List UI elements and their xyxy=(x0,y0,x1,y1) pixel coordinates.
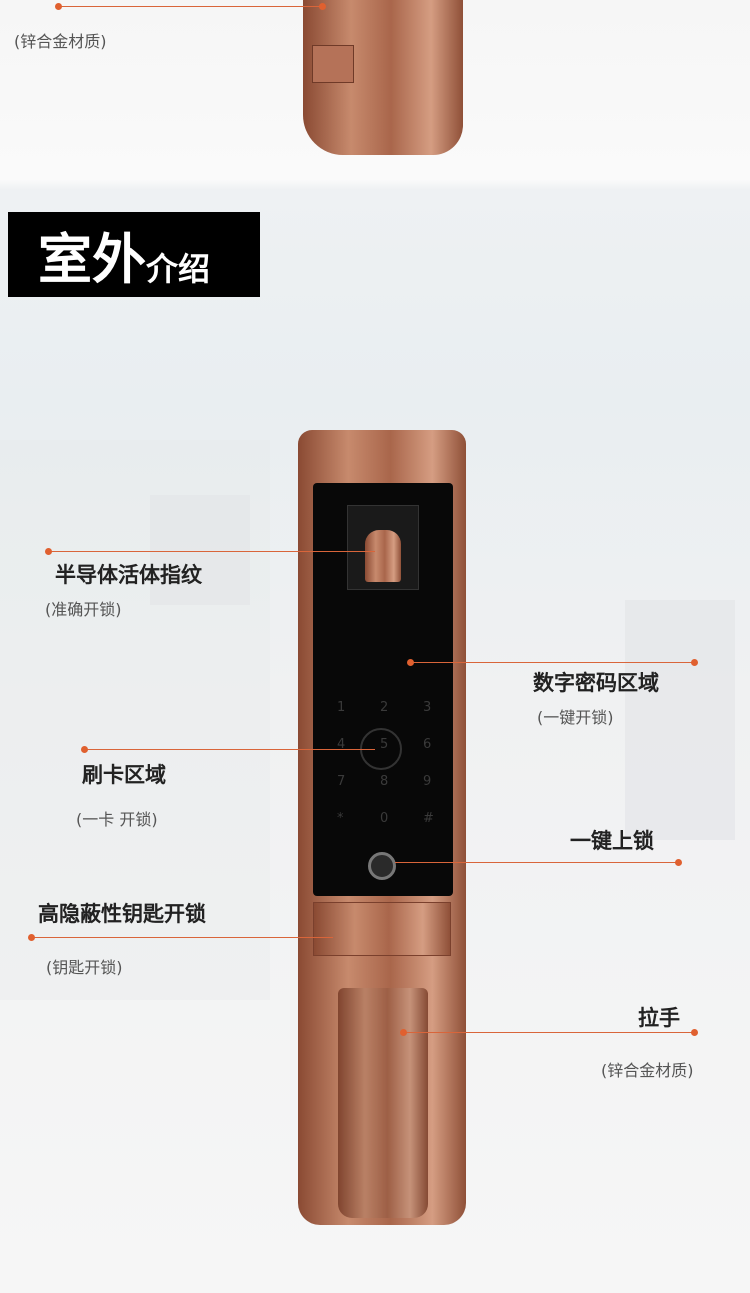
callout-dot xyxy=(45,548,52,555)
callout-line xyxy=(84,749,375,750)
callout-line xyxy=(410,662,694,663)
title-main: 室外 xyxy=(38,228,146,291)
callout-keypad: 数字密码区域 xyxy=(533,671,659,695)
callout-fingerprint-sub: (准确开锁) xyxy=(45,600,122,619)
callout-dot xyxy=(28,934,35,941)
keypad-key[interactable]: 0 xyxy=(380,811,389,826)
keypad-key[interactable]: 1 xyxy=(337,700,346,715)
key-cover xyxy=(313,902,451,956)
callout-dot xyxy=(691,659,698,666)
callout-handle-sub: (锌合金材质) xyxy=(601,1061,694,1080)
callout-dot xyxy=(55,3,62,10)
callout-line xyxy=(31,937,333,938)
keypad-key[interactable]: 3 xyxy=(423,700,432,715)
keypad-key[interactable]: 4 xyxy=(337,737,346,752)
callout-handle: 拉手 xyxy=(638,1006,680,1030)
handle-button xyxy=(312,45,354,83)
callout-dot xyxy=(400,1029,407,1036)
callout-line xyxy=(395,862,678,863)
callout-card-sub: (一卡 开锁) xyxy=(76,810,158,829)
callout-line xyxy=(58,6,322,7)
background-building xyxy=(0,440,270,1000)
callout-line xyxy=(48,551,375,552)
callout-keypad-sub: (一键开锁) xyxy=(537,708,614,727)
callout-one-key-lock: 一键上锁 xyxy=(570,829,654,853)
keypad-key[interactable]: 8 xyxy=(380,774,389,789)
callout-dot xyxy=(81,746,88,753)
keypad-key[interactable]: 9 xyxy=(423,774,432,789)
top-material-note: (锌合金材质) xyxy=(14,32,107,51)
keypad-key[interactable]: 7 xyxy=(337,774,346,789)
keypad-key[interactable]: 5 xyxy=(380,737,389,752)
keypad-key[interactable]: * xyxy=(337,811,344,826)
keypad-key[interactable]: 2 xyxy=(380,700,389,715)
pull-handle xyxy=(338,988,428,1218)
background-building xyxy=(150,495,250,605)
keypad-key[interactable]: # xyxy=(423,811,434,826)
callout-hidden-key-sub: (钥匙开锁) xyxy=(46,958,123,977)
callout-line xyxy=(403,1032,694,1033)
callout-dot xyxy=(691,1029,698,1036)
callout-dot xyxy=(407,659,414,666)
keypad-key[interactable]: 6 xyxy=(423,737,432,752)
lock-button[interactable] xyxy=(368,852,396,880)
title-suffix: 介绍 xyxy=(146,250,211,288)
callout-card: 刷卡区域 xyxy=(82,763,166,787)
callout-dot xyxy=(675,859,682,866)
callout-dot xyxy=(319,3,326,10)
callout-hidden-key: 高隐蔽性钥匙开锁 xyxy=(38,902,206,926)
fingerprint-pad xyxy=(365,530,401,582)
background-building xyxy=(625,600,735,840)
section-title: 室外 介绍 xyxy=(8,212,260,297)
callout-fingerprint: 半导体活体指纹 xyxy=(55,563,202,587)
